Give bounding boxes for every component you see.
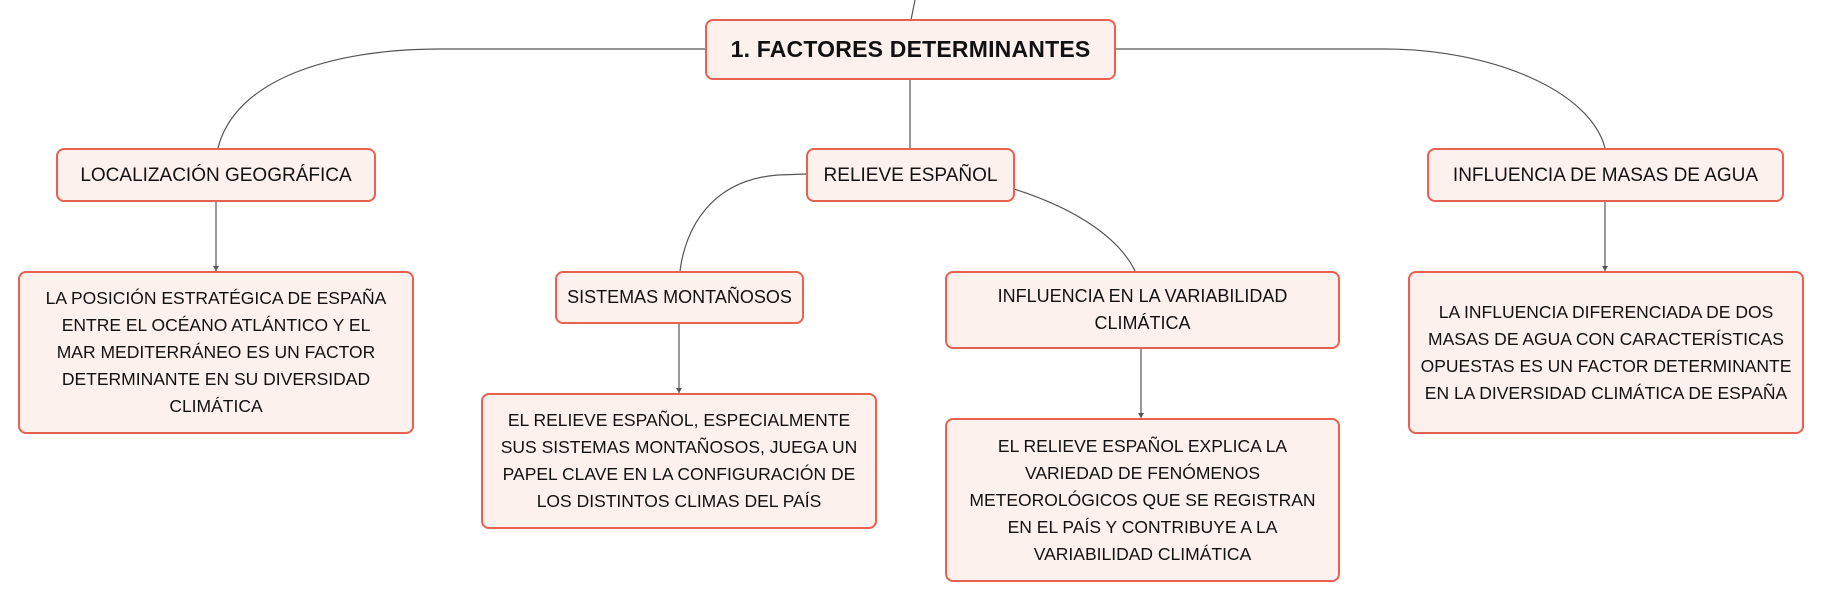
subtopic-label: INFLUENCIA EN LA VARIABILIDAD CLIMÁTICA [997,286,1288,333]
topic-label: INFLUENCIA DE MASAS DE AGUA [1452,164,1759,186]
detail-text: EL RELIEVE ESPAÑOL, ESPECIALMENTE SUS SI… [500,410,858,511]
detail-localizacion-geografica[interactable]: LA POSICIÓN ESTRATÉGICA DE ESPAÑA ENTRE … [18,271,414,434]
arrowhead [676,388,682,393]
subtopic-sistemas-montanosos[interactable]: SISTEMAS MONTAÑOSOS [555,271,804,324]
arrowhead [1602,266,1608,271]
connector-relieve-variabilidad [1013,188,1136,272]
detail-sistemas-montanosos[interactable]: EL RELIEVE ESPAÑOL, ESPECIALMENTE SUS SI… [481,393,877,529]
connector-root-localizacion [217,48,707,149]
connector-root-masas [1115,48,1606,149]
connector-parent [910,0,916,21]
detail-influencia-variabilidad[interactable]: EL RELIEVE ESPAÑOL EXPLICA LA VARIEDAD D… [945,418,1340,582]
connector-relieve-sistemas [679,173,808,272]
topic-label: RELIEVE ESPAÑOL [823,164,998,186]
topic-influencia-masas-agua[interactable]: INFLUENCIA DE MASAS DE AGUA [1427,148,1784,202]
subtopic-label: SISTEMAS MONTAÑOSOS [567,287,792,307]
subtopic-influencia-variabilidad[interactable]: INFLUENCIA EN LA VARIABILIDAD CLIMÁTICA [945,271,1340,349]
root-node-label: 1. FACTORES DETERMINANTES [730,36,1091,62]
topic-localizacion-geografica[interactable]: LOCALIZACIÓN GEOGRÁFICA [56,148,376,202]
arrowhead [213,266,219,271]
detail-text: LA INFLUENCIA DIFERENCIADA DE DOS MASAS … [1420,301,1792,403]
topic-label: LOCALIZACIÓN GEOGRÁFICA [80,164,352,186]
detail-influencia-masas-agua[interactable]: LA INFLUENCIA DIFERENCIADA DE DOS MASAS … [1408,271,1804,434]
root-node[interactable]: 1. FACTORES DETERMINANTES [705,19,1116,80]
topic-relieve-espanol[interactable]: RELIEVE ESPAÑOL [806,148,1015,202]
arrowhead [1138,413,1144,418]
detail-text: EL RELIEVE ESPAÑOL EXPLICA LA VARIEDAD D… [969,435,1316,564]
detail-text: LA POSICIÓN ESTRATÉGICA DE ESPAÑA ENTRE … [45,288,387,416]
